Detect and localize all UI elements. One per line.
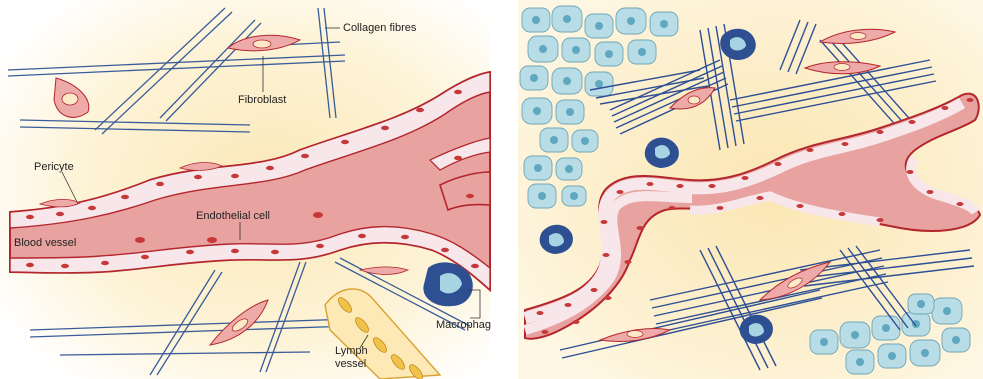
collagen-fibres-label: Collagen fibres — [343, 22, 417, 34]
lymph-vessel-label-line1: Lymph — [335, 345, 368, 357]
pericyte-label: Pericyte — [34, 161, 74, 173]
right-panel — [518, 0, 983, 379]
left-panel: Collagen fibres Fibroblast Pericyte Endo… — [0, 0, 491, 379]
endothelial-cell-label: Endothelial cell — [196, 210, 270, 222]
fibroblast-label: Fibroblast — [238, 94, 286, 106]
blood-vessel-label: Blood vessel — [14, 237, 76, 249]
lymph-vessel-label-line2: vessel — [335, 358, 366, 370]
macrophage-label: Macrophag — [436, 319, 491, 331]
